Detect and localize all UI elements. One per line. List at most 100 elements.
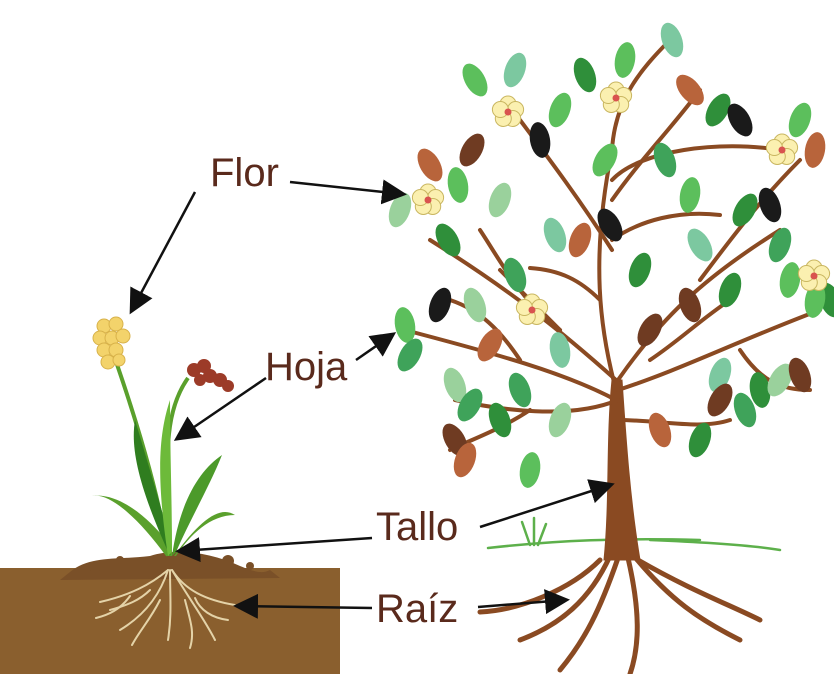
arrow-hoja-tree xyxy=(355,332,397,362)
tree-branch xyxy=(528,266,602,302)
tree-leaf xyxy=(503,52,527,88)
tree-leaf xyxy=(718,272,742,308)
tree-leaf xyxy=(394,307,416,343)
tree-leaf xyxy=(417,148,443,182)
tree-leaf xyxy=(804,132,826,168)
tree-root xyxy=(631,553,743,643)
tree-blossom xyxy=(515,293,549,325)
tree-branch xyxy=(448,298,522,362)
tree-leaf xyxy=(758,187,782,223)
tree-blossom xyxy=(797,259,831,291)
label-flor: Flor xyxy=(210,151,279,195)
tree-leaf xyxy=(388,192,412,228)
tree-leaf xyxy=(768,227,792,263)
tree-branch xyxy=(616,418,732,427)
label-raiz: Raíz xyxy=(376,587,458,631)
tree-root xyxy=(557,555,621,673)
tree-leaf xyxy=(767,363,793,397)
tree-blossom xyxy=(491,95,525,127)
blossom-center xyxy=(778,146,786,154)
tree-leaf xyxy=(679,177,701,213)
tree-leaves xyxy=(388,22,834,488)
arrow-flor-small xyxy=(129,191,197,315)
tree-leaf xyxy=(614,42,636,78)
tree-leaf xyxy=(488,402,512,438)
tree-leaf xyxy=(676,74,704,106)
tree-leaf xyxy=(548,402,572,438)
tree-leaf xyxy=(397,338,423,372)
blossom-center xyxy=(810,272,818,280)
tree-leaf xyxy=(447,167,469,203)
arrow-flor-tree xyxy=(289,179,407,205)
tree-trunk xyxy=(603,379,641,561)
tree-leaf xyxy=(573,57,597,93)
blossom-center xyxy=(528,306,536,314)
tree-leaf xyxy=(637,313,663,347)
tree-branch xyxy=(597,148,618,392)
blossom-center xyxy=(504,108,512,116)
tree-root xyxy=(477,557,603,615)
tree-leaf xyxy=(548,92,572,128)
tree-leaf xyxy=(529,122,551,158)
tree-leaf xyxy=(779,262,801,298)
tree-branch xyxy=(610,144,782,182)
tree-leaf xyxy=(749,372,771,408)
tree-leaf xyxy=(727,103,753,137)
tree-blossom xyxy=(411,183,445,215)
tree-leaf xyxy=(648,412,672,448)
small-plant-roots xyxy=(95,569,236,649)
tree-leaf xyxy=(428,287,452,323)
tree-leaf xyxy=(503,257,527,293)
tree-leaf xyxy=(688,422,712,458)
tree-leaf xyxy=(462,63,488,97)
tree-leaf xyxy=(443,367,467,403)
tree-leaf xyxy=(732,193,758,227)
blossom-center xyxy=(424,196,432,204)
tree-blossom xyxy=(599,81,633,113)
tree-root xyxy=(517,553,613,643)
tree-branch xyxy=(648,298,732,362)
tree-leaf xyxy=(733,392,757,428)
tree-branch xyxy=(403,328,618,402)
tree-leaf xyxy=(628,252,652,288)
tree-leaf xyxy=(457,388,483,422)
tree-leaf xyxy=(549,332,571,368)
tree-leaf xyxy=(708,357,732,393)
tree-leaf xyxy=(705,93,731,127)
label-arrows xyxy=(129,179,615,619)
tree-leaf xyxy=(463,287,487,323)
blossom-center xyxy=(612,94,620,102)
arrow-raiz-small xyxy=(233,593,373,619)
small-plant xyxy=(92,316,235,557)
tree-leaf xyxy=(453,442,477,478)
flower-spike xyxy=(92,316,131,370)
tree-leaf xyxy=(477,328,503,362)
tree-leaf xyxy=(707,383,733,417)
tree-leaf xyxy=(804,282,826,318)
tree-leaf xyxy=(488,182,512,218)
label-hoja: Hoja xyxy=(265,345,348,389)
tree-leaf xyxy=(568,222,592,258)
tree-root xyxy=(625,555,640,674)
tree-root xyxy=(635,557,763,623)
tree-leaf xyxy=(788,102,812,138)
grass xyxy=(486,516,782,552)
tree-leaf xyxy=(543,217,567,253)
tree-leaf xyxy=(508,372,532,408)
tree-leaf xyxy=(459,133,485,167)
tree-leaf xyxy=(597,208,623,242)
tree xyxy=(403,38,822,674)
label-tallo: Tallo xyxy=(376,505,458,549)
tree-branch xyxy=(610,38,672,152)
tree-leaf xyxy=(435,223,461,257)
tree-leaf xyxy=(788,357,812,393)
arrow-tallo-small xyxy=(175,536,373,563)
tree-blossom xyxy=(765,133,799,165)
tree-blossoms xyxy=(411,81,831,325)
tree-leaf xyxy=(687,228,713,262)
arrow-hoja-small xyxy=(173,376,267,441)
tree-leaf xyxy=(519,452,541,488)
seed-head xyxy=(187,359,234,392)
tree-branch xyxy=(616,308,822,392)
